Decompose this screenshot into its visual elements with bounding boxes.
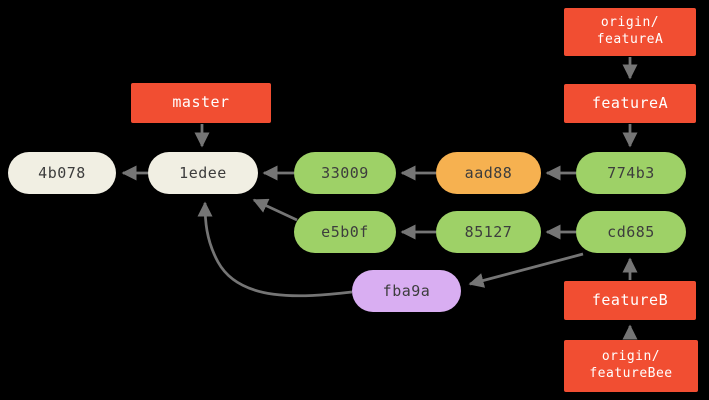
ref-master: master: [131, 83, 271, 123]
ref-origin-featureA-line2: featureA: [596, 32, 664, 47]
ref-featureB-label: featureB: [591, 290, 669, 309]
ref-master-label: master: [172, 93, 230, 112]
commit-33009: 33009: [294, 152, 396, 194]
commit-774b3: 774b3: [576, 152, 686, 194]
commit-fba9a: fba9a: [352, 270, 461, 312]
commit-1edee: 1edee: [148, 152, 258, 194]
ref-origin-featureBee-line2: featureBee: [589, 366, 673, 381]
commit-e5b0f: e5b0f: [294, 211, 396, 253]
ref-featureA: featureA: [564, 84, 696, 123]
ref-featureA-label: featureA: [591, 93, 669, 112]
commit-85127: 85127: [436, 211, 541, 253]
ref-origin-featureBee-line1: origin/: [601, 349, 661, 365]
ref-origin-featureA: origin/ featureA: [564, 8, 696, 56]
edge-fba9a-to-1edee: [197, 201, 353, 298]
edge-e5b0f-to-1edee: [252, 198, 298, 222]
ref-origin-featureA-line1: origin/: [600, 15, 660, 31]
edge-cd685-to-fba9a: [468, 252, 584, 288]
ref-origin-featureBee: origin/ featureBee: [564, 340, 698, 392]
commit-4b078: 4b078: [8, 152, 116, 194]
ref-featureB: featureB: [564, 281, 696, 320]
commit-cd685: cd685: [576, 211, 686, 253]
commit-aad88: aad88: [436, 152, 541, 194]
